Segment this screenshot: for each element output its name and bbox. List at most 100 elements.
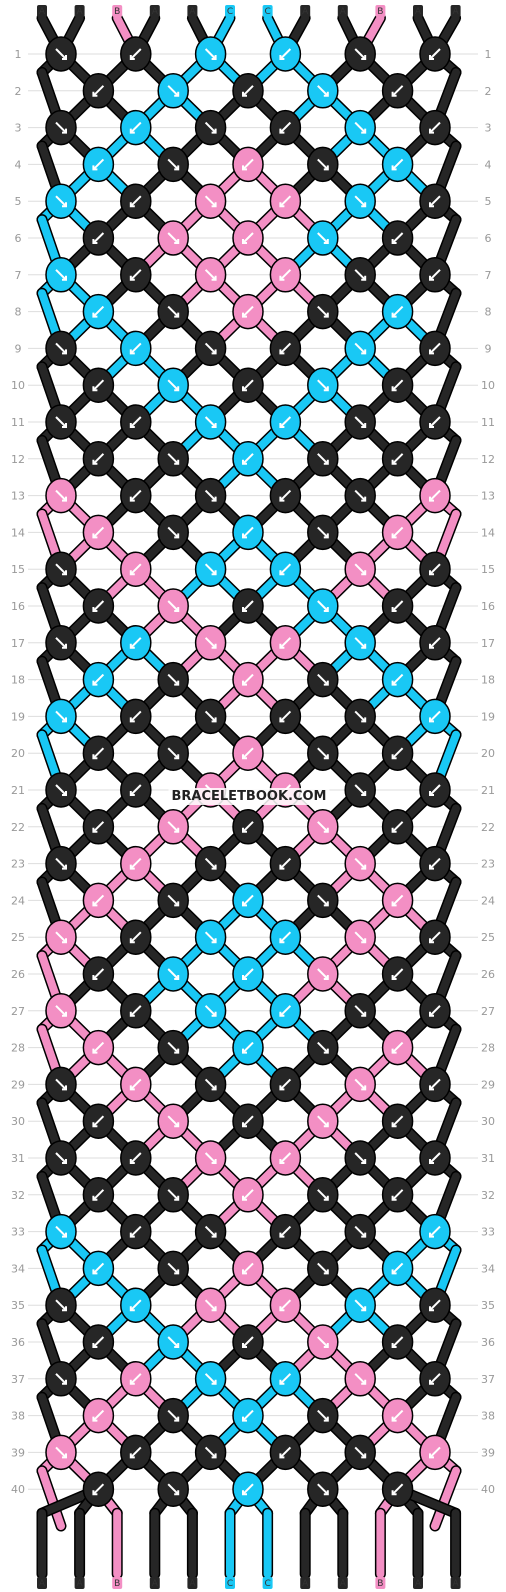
strand-label-top-swatch [187, 5, 198, 17]
row-number-left: 32 [11, 1189, 25, 1202]
knot-arrow-icon [129, 1225, 142, 1238]
strand-label-bottom: A [415, 1579, 422, 1589]
strand-label-top: A [453, 7, 460, 17]
knot-arrow-icon [167, 968, 180, 980]
strand-label-top-swatch [450, 5, 461, 17]
knot-arrow-icon [204, 195, 217, 208]
row-number-right: 27 [481, 1005, 495, 1018]
knot-arrow-icon [279, 1446, 292, 1459]
knot-arrow-icon [429, 48, 441, 60]
knot-arrow-icon [129, 637, 142, 649]
knot-arrow-icon [354, 1225, 367, 1238]
knot-arrow-icon [391, 1262, 404, 1275]
knot-arrow-icon [354, 1299, 367, 1312]
strand-segment [431, 1466, 460, 1530]
strand-label-top-swatch [112, 5, 123, 17]
knot-arrow-icon [55, 489, 67, 502]
knot-arrow-icon [204, 342, 217, 355]
row-number-left: 36 [11, 1336, 25, 1349]
knot-arrow-icon [129, 489, 142, 502]
knot-arrow-icon [429, 269, 441, 281]
knot-arrow-icon [129, 1373, 142, 1385]
knot-arrow-icon [92, 1483, 105, 1496]
knot-arrow-icon [129, 1299, 142, 1312]
knot-arrow-icon [55, 1299, 67, 1312]
knot-arrow-icon [204, 637, 217, 649]
knot-arrow-icon [204, 931, 217, 944]
knot-arrow-icon [204, 1225, 217, 1238]
row-number-left: 12 [11, 453, 25, 466]
knot-arrow-icon [204, 1005, 217, 1017]
knot-arrow-icon [391, 600, 404, 612]
knot-arrow-icon [204, 1373, 217, 1385]
knot-arrow-icon [317, 1115, 329, 1128]
strand-label-top: B [114, 7, 120, 17]
knot-arrow-icon [55, 784, 67, 796]
strand-label-bottom: A [302, 1579, 309, 1589]
knot-arrow-icon [167, 1189, 180, 1201]
row-number-right: 12 [481, 453, 495, 466]
knot-arrow-icon [55, 637, 67, 649]
knot-arrow-icon [391, 894, 404, 907]
knot-arrow-icon [55, 121, 67, 134]
knot-arrow-icon [279, 1152, 292, 1164]
knot-arrow-icon [204, 1446, 217, 1459]
knot-arrow-icon [354, 121, 367, 134]
knot-arrow-icon [317, 453, 329, 465]
row-number-right: 8 [485, 306, 492, 319]
knot-arrow-icon [204, 489, 217, 502]
knot-arrow-icon [317, 968, 329, 980]
row-number-right: 7 [485, 269, 492, 282]
knot-arrow-icon [129, 1078, 142, 1091]
watermark-backdrop [168, 788, 330, 805]
knot-arrow-icon [129, 121, 142, 134]
knot-arrow-icon [317, 1189, 329, 1201]
knot-arrow-icon [242, 305, 254, 318]
knot-arrow-icon [242, 379, 254, 392]
knot-arrow-icon [429, 489, 441, 502]
strand-label-top-swatch [375, 5, 386, 17]
strand-label-top-swatch [74, 5, 85, 17]
knot-arrow-icon [354, 195, 367, 208]
knot-arrow-icon [92, 158, 105, 171]
knot-arrow-icon [55, 1005, 67, 1017]
strand-label-bottom: A [453, 1579, 460, 1589]
row-number-left: 13 [11, 490, 25, 503]
strand-label-bottom: A [77, 1579, 84, 1589]
knot-arrow-icon [391, 1336, 404, 1348]
row-number-left: 16 [11, 600, 25, 613]
strand-segment [38, 1466, 65, 1530]
row-number-right: 25 [481, 931, 495, 944]
row-number-right: 31 [481, 1152, 495, 1165]
knot-arrow-icon [167, 158, 180, 171]
knot-arrow-icon [242, 232, 254, 244]
knot-arrow-icon [242, 600, 254, 612]
strand-label-bottom-swatch [450, 1577, 461, 1589]
strand-label-bottom: A [340, 1579, 347, 1589]
row-number-left: 22 [11, 821, 25, 834]
knot-arrow-icon [92, 85, 105, 97]
strand-label-bottom: C [264, 1579, 270, 1589]
knot-arrow-icon [167, 600, 180, 612]
row-number-right: 36 [481, 1336, 495, 1349]
knot-arrow-icon [317, 1262, 329, 1275]
knot-arrow-icon [279, 710, 292, 723]
knot-arrow-icon [317, 1409, 329, 1422]
strand-label-bottom-swatch [74, 1577, 85, 1589]
row-number-left: 18 [11, 674, 25, 687]
knot-arrow-icon [92, 968, 105, 980]
knot-arrow-icon [354, 342, 367, 355]
row-number-right: 2 [485, 85, 492, 98]
row-number-left: 29 [11, 1078, 25, 1091]
row-number-left: 14 [11, 526, 25, 539]
knot-arrow-icon [279, 269, 292, 281]
knot-arrow-icon [391, 158, 404, 171]
knot-arrow-icon [354, 48, 367, 60]
knot-arrow-icon [242, 1115, 254, 1128]
knot-arrow-icon [92, 526, 105, 539]
knot-arrow-icon [129, 784, 142, 796]
knot-arrow-icon [167, 232, 180, 244]
knot-arrow-icon [354, 637, 367, 649]
knot-arrow-icon [204, 1078, 217, 1091]
